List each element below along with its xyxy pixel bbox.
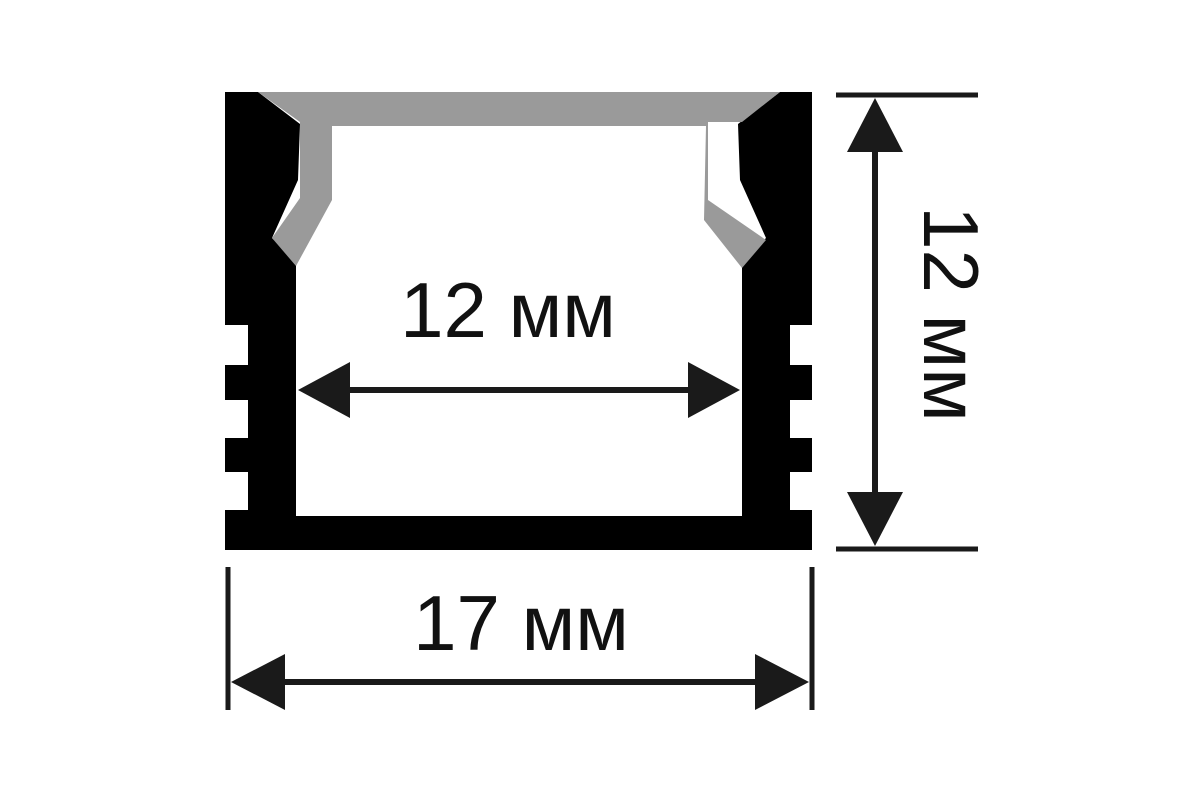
inner-width-arrow-right [688, 362, 740, 418]
height-arrow-top [847, 98, 903, 152]
inner-width-arrow-left [298, 362, 350, 418]
aluminum-profile-body [225, 92, 812, 550]
diffuser-cover [258, 92, 780, 268]
inner-width-dimension: 12 мм [298, 266, 740, 418]
inner-width-label: 12 мм [400, 266, 616, 354]
height-label: 12 мм [907, 206, 995, 422]
height-dimension: 12 мм [836, 92, 995, 552]
outer-width-label: 17 мм [413, 579, 629, 667]
outer-width-dimension: 17 мм [225, 567, 815, 710]
outer-width-arrow-left [231, 654, 285, 710]
height-arrow-bottom [847, 492, 903, 546]
outer-width-arrow-right [755, 654, 809, 710]
